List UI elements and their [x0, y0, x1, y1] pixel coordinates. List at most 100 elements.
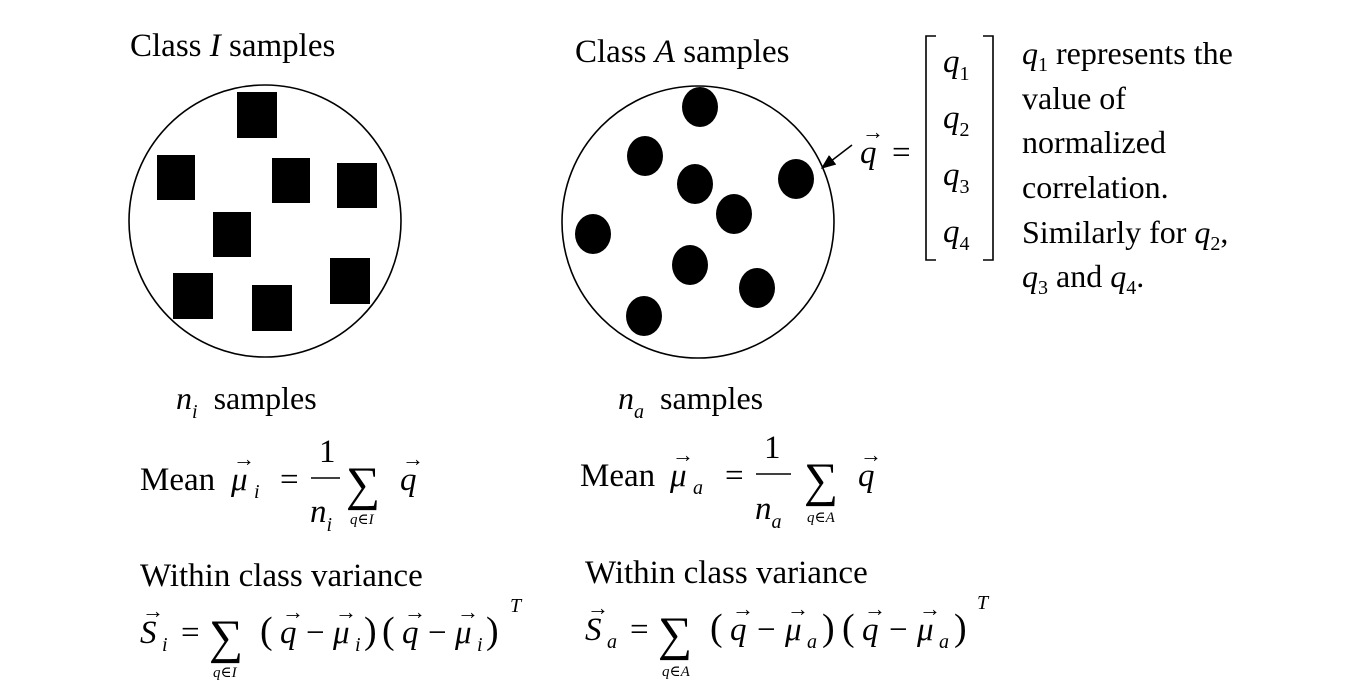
- class-a-mean-subscript: a: [807, 631, 817, 653]
- vector-entry: q3: [943, 157, 970, 198]
- class-a-sample: [739, 268, 775, 308]
- class-i-sum-index: q∈I: [350, 512, 375, 528]
- class-a-sample: [677, 164, 713, 204]
- vector-entry: q2: [943, 100, 970, 141]
- class-i-sample: [337, 163, 377, 208]
- class-i-sample: [272, 158, 310, 203]
- close-paren: ): [954, 607, 967, 649]
- vector-q: q: [400, 462, 417, 498]
- vector-arrow: →: [919, 596, 941, 621]
- class-i-sample: [173, 273, 213, 319]
- class-i-numerator: 1: [319, 434, 336, 470]
- vector-arrow: →: [402, 446, 424, 471]
- left-bracket: [925, 35, 936, 261]
- vector-arrow: →: [335, 599, 357, 624]
- vector-entries: q1 q2 q3 q4: [943, 44, 970, 255]
- class-a-sample: [575, 214, 611, 254]
- class-a-sample: [778, 159, 814, 199]
- transpose-superscript: T: [510, 595, 523, 617]
- open-paren: (: [260, 610, 273, 652]
- close-paren: ): [364, 610, 377, 652]
- class-a-title: Class A samples: [575, 34, 790, 70]
- vector-q: q: [858, 458, 875, 494]
- vector-entry: q4: [943, 214, 970, 255]
- class-i-mean-symbol: μ: [454, 615, 472, 651]
- class-i-variance-subscript: i: [162, 634, 168, 656]
- note-line: normalized: [1022, 124, 1166, 160]
- class-a-mean-formula: Mean μ → a = 1 na ∑ q∈A q →: [580, 430, 882, 533]
- class-a-sample: [672, 245, 708, 285]
- vector-arrow: →: [860, 442, 882, 467]
- class-a-sample: [716, 194, 752, 234]
- equals-sign: =: [280, 462, 299, 498]
- class-i-sample: [157, 155, 195, 200]
- vector-arrow: →: [233, 446, 255, 471]
- class-i-mean-label: Mean: [140, 462, 215, 498]
- class-i-variance-formula: S → i = ∑ q∈I ( q → − μ → i ) ( q → − μ …: [140, 595, 523, 681]
- class-i-sample: [330, 258, 370, 304]
- vector-arrow: →: [142, 598, 164, 623]
- class-a-sum-index: q∈A: [662, 664, 691, 680]
- sum-sign: ∑: [658, 608, 692, 661]
- class-a-denominator: na: [755, 491, 782, 533]
- vector-q: q: [402, 615, 419, 651]
- class-a-numerator: 1: [764, 430, 781, 466]
- minus-sign: −: [889, 612, 908, 648]
- open-paren: (: [382, 610, 395, 652]
- class-i-mean-subscript: i: [477, 634, 483, 656]
- class-i-sum-index: q∈I: [213, 665, 238, 681]
- vector-arrow: →: [457, 599, 479, 624]
- sum-sign: ∑: [804, 454, 838, 507]
- class-a-mean-symbol: μ: [916, 612, 934, 648]
- minus-sign: −: [428, 615, 447, 651]
- class-i-sample: [213, 212, 251, 257]
- class-i-square-markers: [157, 92, 377, 331]
- vector-arrow: →: [672, 442, 694, 467]
- vector-arrow: →: [862, 119, 884, 144]
- note-line: value of: [1022, 80, 1126, 116]
- class-i-circle: [128, 84, 402, 358]
- vector-arrow: →: [864, 596, 886, 621]
- class-i-mean-formula: Mean μ → i = 1 ni ∑ q∈I q →: [140, 434, 424, 536]
- vector-q: q: [280, 615, 297, 651]
- class-i-mean-symbol: μ: [230, 462, 248, 498]
- class-a-sample: [682, 87, 718, 127]
- vector-q: q: [730, 612, 747, 648]
- class-i-variance-symbol: S: [140, 615, 157, 651]
- transpose-superscript: T: [977, 592, 990, 614]
- class-i-sample: [237, 92, 277, 138]
- class-i-variance-label: Within class variance: [140, 558, 423, 594]
- class-a-mean-label: Mean: [580, 458, 655, 494]
- vector-q: q: [860, 135, 877, 171]
- class-a-mean-subscript: a: [939, 631, 949, 653]
- class-a-dot-markers: [575, 87, 814, 336]
- equals-sign: =: [725, 458, 744, 494]
- equals-sign: =: [630, 612, 649, 648]
- vector-arrow: →: [587, 595, 609, 620]
- open-paren: (: [842, 607, 855, 649]
- vector-arrow: →: [732, 596, 754, 621]
- class-a-mean-symbol: μ: [784, 612, 802, 648]
- class-a-sample: [626, 296, 662, 336]
- open-paren: (: [710, 607, 723, 649]
- class-a-sample: [627, 136, 663, 176]
- class-i-mean-symbol: μ: [332, 615, 350, 651]
- class-i-title: Class I samples: [130, 28, 335, 64]
- right-bracket: [983, 35, 994, 261]
- class-a-sum-index: q∈A: [807, 510, 836, 526]
- close-paren: ): [822, 607, 835, 649]
- class-i-denominator: ni: [310, 494, 332, 536]
- equals-sign: =: [892, 135, 911, 171]
- sum-sign: ∑: [346, 458, 380, 511]
- close-paren: ): [486, 610, 499, 652]
- minus-sign: −: [306, 615, 325, 651]
- class-a-variance-label: Within class variance: [585, 555, 868, 591]
- vector-entry: q1: [943, 44, 970, 85]
